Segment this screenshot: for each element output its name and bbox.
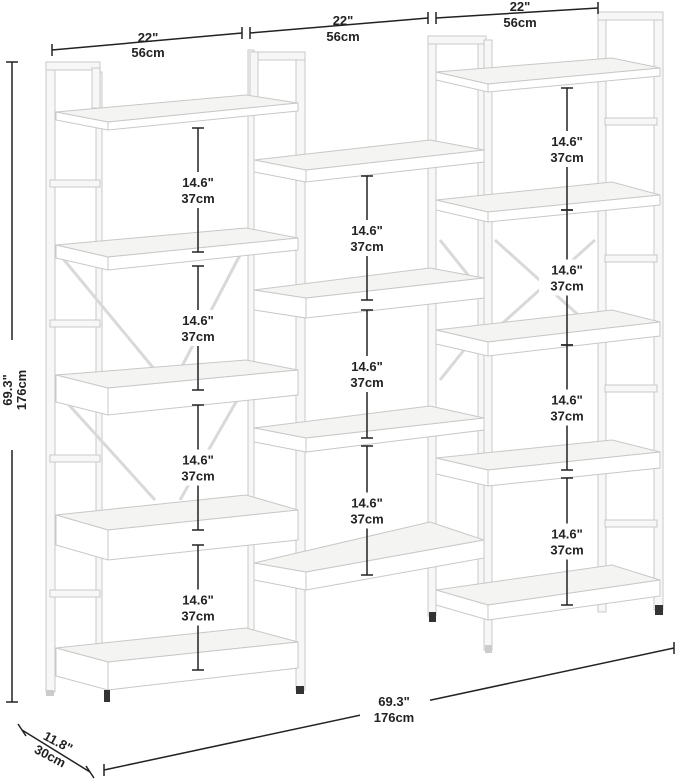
shelf-gap-dimensions: 14.6"37cm14.6"37cm14.6"37cm14.6"37cm14.6… xyxy=(170,87,595,671)
shelf-gap-inches: 14.6" xyxy=(551,393,582,408)
height-inches: 69.3" xyxy=(0,374,15,405)
width-left-inches: 22" xyxy=(138,30,159,45)
width-right-cm: 56cm xyxy=(503,15,536,30)
shelf-gap-inches: 14.6" xyxy=(182,593,213,608)
shelf-gap-cm: 37cm xyxy=(181,469,214,484)
shelf-gap-label-bg xyxy=(170,589,226,626)
shelf-gap-label-bg xyxy=(170,172,226,208)
shelf-gap-label-bg xyxy=(339,492,395,529)
shelf-gap-cm: 37cm xyxy=(181,191,214,206)
shelf-gap-inches: 14.6" xyxy=(182,313,213,328)
depth-dimension: 11.8" 30cm xyxy=(17,723,95,779)
width-middle-cm: 56cm xyxy=(326,29,359,44)
shelf-gap-inches: 14.6" xyxy=(551,134,582,149)
shelf-gap-cm: 37cm xyxy=(181,329,214,344)
height-cm: 176cm xyxy=(14,370,29,410)
width-right-inches: 22" xyxy=(510,0,531,14)
shelf-gap-marker: 14.6"37cm xyxy=(170,404,226,531)
shelf-gap-label-bg xyxy=(339,356,395,392)
total-width-inches: 69.3" xyxy=(378,694,409,709)
shelf-gap-inches: 14.6" xyxy=(351,223,382,238)
width-dimension-middle: 22" 56cm xyxy=(249,12,429,44)
width-dimension-left: 22" 56cm xyxy=(51,27,243,60)
left-shelf-unit xyxy=(45,49,306,702)
shelf-gap-marker: 14.6"37cm xyxy=(539,477,595,606)
shelf-gap-inches: 14.6" xyxy=(551,527,582,542)
shelf-gap-inches: 14.6" xyxy=(551,263,582,278)
shelf-gap-marker: 14.6"37cm xyxy=(170,265,226,391)
shelf-gap-marker: 14.6"37cm xyxy=(539,344,595,471)
shelf-gap-label-bg xyxy=(539,523,595,560)
shelf-gap-marker: 14.6"37cm xyxy=(339,445,395,576)
shelf-gap-cm: 37cm xyxy=(550,279,583,294)
shelf-gap-label-bg xyxy=(539,389,595,426)
shelf-gap-cm: 37cm xyxy=(550,409,583,424)
shelf-gap-marker: 14.6"37cm xyxy=(339,175,395,301)
shelf-gap-label-bg xyxy=(170,310,226,346)
shelf-gap-cm: 37cm xyxy=(550,150,583,165)
width-middle-inches: 22" xyxy=(333,13,354,28)
shelf-gap-cm: 37cm xyxy=(350,239,383,254)
shelf-gap-label-bg xyxy=(539,259,595,296)
shelf-gap-label-bg xyxy=(170,449,226,486)
shelf-gap-marker: 14.6"37cm xyxy=(339,309,395,439)
shelf-gap-inches: 14.6" xyxy=(182,453,213,468)
shelf-gap-label-bg xyxy=(539,131,595,167)
shelf-gap-cm: 37cm xyxy=(350,512,383,527)
width-dimension-right: 22" 56cm xyxy=(435,0,599,30)
shelf-gap-marker: 14.6"37cm xyxy=(170,544,226,671)
shelf-gap-inches: 14.6" xyxy=(351,496,382,511)
width-left-cm: 56cm xyxy=(131,45,164,60)
shelf-gap-marker: 14.6"37cm xyxy=(539,87,595,211)
shelf-gap-marker: 14.6"37cm xyxy=(539,209,595,346)
shelf-gap-label-bg xyxy=(339,220,395,256)
shelf-gap-inches: 14.6" xyxy=(351,359,382,374)
total-width-cm: 176cm xyxy=(374,710,414,725)
shelf-gap-inches: 14.6" xyxy=(182,175,213,190)
shelf-gap-marker: 14.6"37cm xyxy=(170,127,226,253)
shelf-gap-cm: 37cm xyxy=(350,375,383,390)
total-width-dimension: 69.3" 176cm xyxy=(103,642,675,776)
shelf-gap-cm: 37cm xyxy=(181,609,214,624)
shelf-gap-cm: 37cm xyxy=(550,543,583,558)
height-dimension: 69.3" 176cm xyxy=(0,61,29,703)
